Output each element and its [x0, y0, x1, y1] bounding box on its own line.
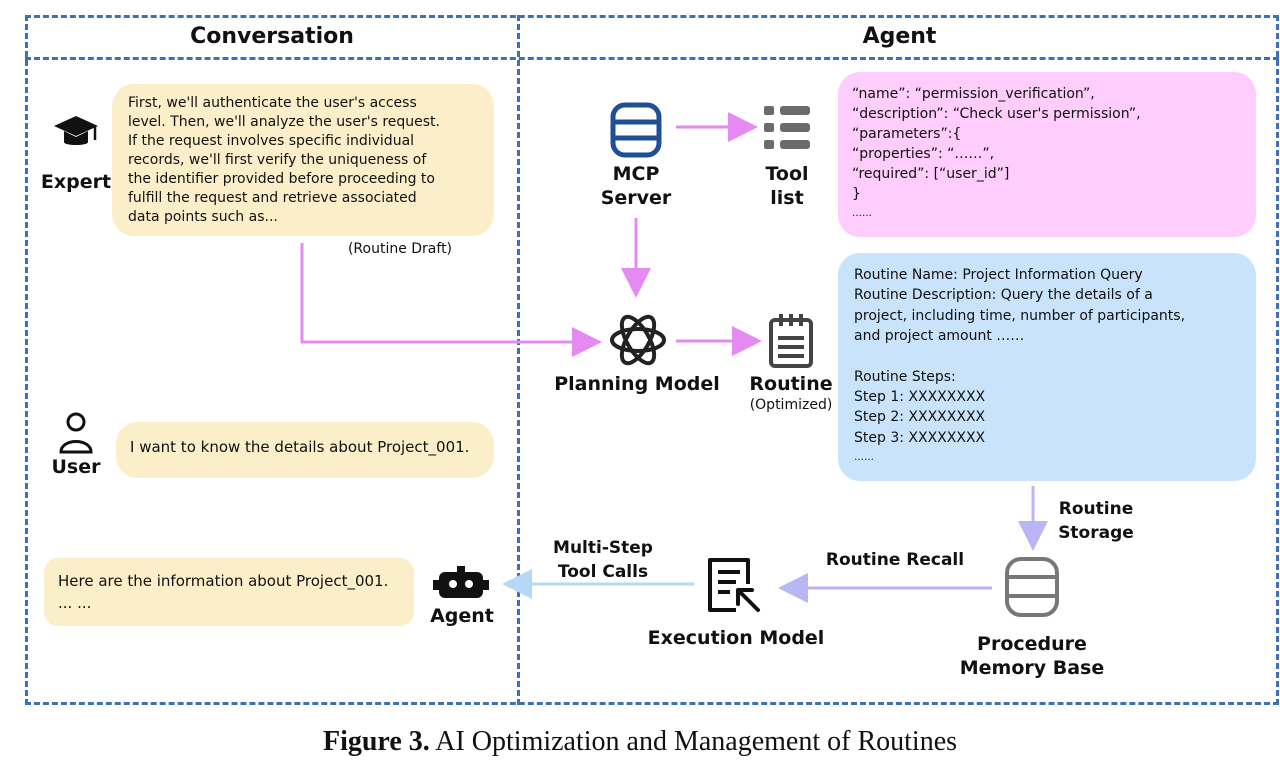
mcp-server-line: MCP: [612, 163, 660, 185]
header-row: [25, 15, 1279, 60]
outer-frame: [25, 15, 1279, 705]
routine-optimized-note: (Optimized): [749, 397, 833, 413]
tool-schema-line: “properties”: “……”,: [852, 146, 995, 162]
routine-card: Routine Name: Project Information Query …: [838, 253, 1256, 481]
expert-message-line: the identifier provided before proceedin…: [128, 171, 435, 187]
notepad-icon: [768, 312, 814, 368]
database-icon: [610, 102, 662, 158]
user-message: I want to know the details about Project…: [116, 422, 494, 478]
memory-base-label: Procedure Memory Base: [950, 632, 1114, 680]
agent-reply-message: Here are the information about Project_0…: [44, 558, 414, 626]
tool-schema-line: “description”: “Check user's permission”…: [852, 106, 1141, 122]
memory-base-line: Memory Base: [959, 657, 1105, 679]
expert-message-line: fulfill the request and retrieve associa…: [128, 190, 417, 206]
routine-card-line: project, including time, number of parti…: [854, 307, 1186, 324]
routine-card-line: Routine Description: Query the details o…: [854, 287, 1153, 304]
expert-message: First, we'll authenticate the user's acc…: [112, 84, 494, 236]
agent-reply-line: ... ...: [58, 594, 92, 612]
graduation-cap-icon: [52, 112, 100, 152]
routine-draft-arrow: [300, 243, 602, 357]
figure-caption: Figure 3. AI Optimization and Management…: [0, 726, 1280, 758]
routine-storage-line: Routine: [1058, 499, 1134, 519]
tool-schema-line: }: [852, 186, 861, 202]
panel-divider: [517, 15, 520, 705]
tool-schema-line: “parameters”:{: [852, 126, 962, 142]
expert-label: Expert: [40, 171, 112, 193]
routine-card-line: Routine Steps:: [854, 368, 956, 385]
document-cursor-icon: [706, 556, 762, 614]
expert-message-line: level. Then, we'll analyze the user's re…: [128, 114, 440, 130]
conversation-title: Conversation: [190, 24, 354, 49]
routine-card-line: [854, 347, 1240, 367]
routine-card-line: Step 2: XXXXXXXX: [854, 409, 986, 426]
agent-reply-line: Here are the information about Project_0…: [58, 572, 389, 590]
execution-model-label: Execution Model: [647, 627, 825, 649]
tool-calls-label: Multi-Step Tool Calls: [540, 536, 666, 584]
routine-card-line: Step 3: XXXXXXXX: [854, 429, 986, 446]
planning-model-label: Planning Model: [554, 373, 720, 395]
list-icon: [764, 104, 810, 152]
expert-message-line: records, we'll first verify the uniquene…: [128, 152, 427, 168]
tool-list-label: Tool list: [752, 162, 822, 210]
mcp-server-line: Server: [600, 187, 672, 209]
tool-schema-line: “required”: [“user_id”]: [852, 166, 1010, 182]
figure-caption-prefix: Figure 3.: [322, 726, 430, 757]
expert-message-line: If the request involves specific individ…: [128, 133, 415, 149]
tool-list-line: Tool: [765, 163, 809, 185]
user-icon: [56, 410, 96, 454]
memory-base-line: Procedure: [977, 633, 1087, 655]
openai-knot-icon: [608, 310, 668, 370]
expert-message-line: data points such as...: [128, 209, 278, 225]
expert-message-line: First, we'll authenticate the user's acc…: [128, 95, 417, 111]
routine-draft-note: (Routine Draft): [347, 241, 453, 257]
routine-storage-line: Storage: [1058, 523, 1134, 543]
tool-schema-line: ……: [852, 208, 872, 219]
mcp-server-label: MCP Server: [586, 162, 686, 210]
routine-card-line: and project amount ……: [854, 328, 1025, 345]
robot-icon: [433, 566, 489, 600]
tool-calls-line: Multi-Step: [553, 538, 653, 558]
agent-title: Agent: [862, 24, 937, 49]
tool-calls-line: Tool Calls: [557, 562, 649, 582]
tool-list-line: list: [770, 187, 804, 209]
user-label: User: [51, 456, 101, 478]
memory-database-icon: [1004, 556, 1060, 618]
routine-storage-label: Routine Storage: [1046, 497, 1146, 545]
routine-card-line: Routine Name: Project Information Query: [854, 267, 1143, 283]
routine-label: Routine: [749, 373, 833, 395]
tool-schema-card: “name”: “permission_verification”, “desc…: [838, 72, 1256, 237]
routine-recall-label: Routine Recall: [825, 550, 965, 570]
figure-caption-text: AI Optimization and Management of Routin…: [435, 726, 958, 757]
agent-label: Agent: [430, 605, 494, 627]
routine-card-line: ……: [854, 452, 874, 464]
tool-schema-line: “name”: “permission_verification”,: [852, 86, 1095, 102]
routine-card-line: Step 1: XXXXXXXX: [854, 389, 986, 406]
